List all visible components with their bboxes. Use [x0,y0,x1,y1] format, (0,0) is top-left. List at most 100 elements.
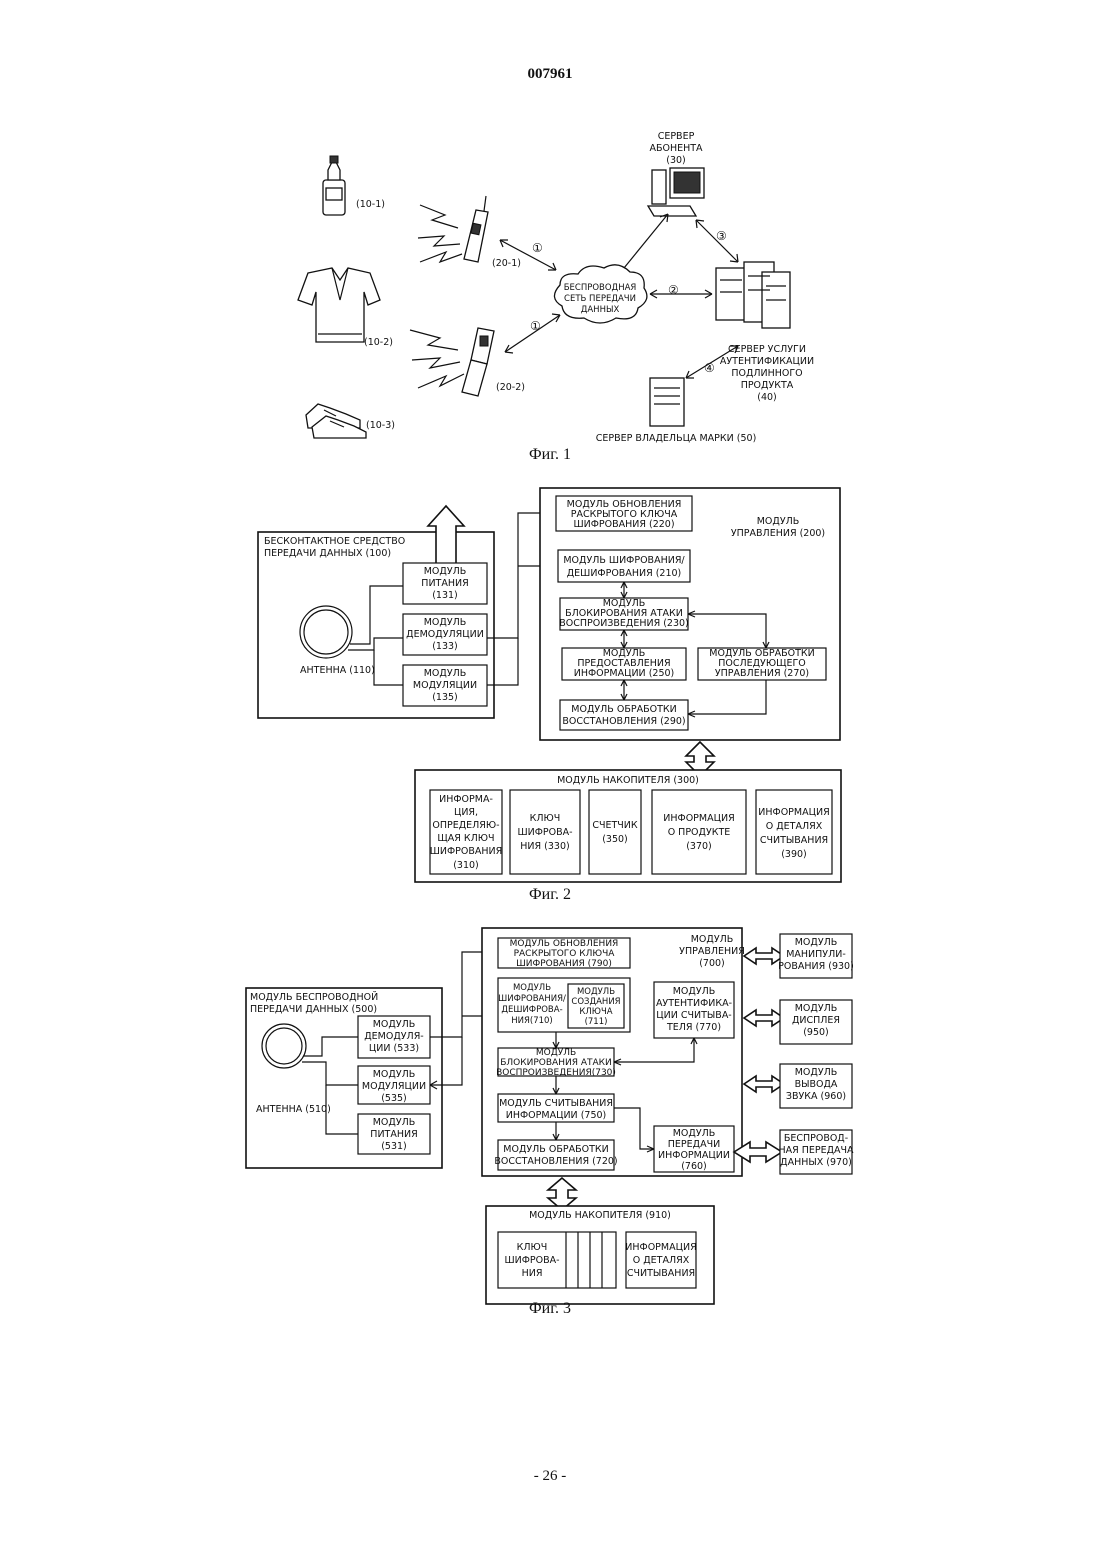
m970-3: ДАННЫХ (970) [780,1157,852,1168]
figure-3-caption: Фиг. 3 [450,1300,650,1318]
figure-3-block-diagram: МОДУЛЬ БЕСПРОВОДНОЙ ПЕРЕДАЧИ ДАННЫХ (500… [0,920,1100,1300]
f3-info-tx-3: ИНФОРМАЦИИ [658,1150,730,1161]
antenna-label: АНТЕННА (110) [300,665,375,676]
server-tower-icon [650,378,684,426]
mobile-phone-icon [464,196,488,262]
f3-crypto-3: ДЕШИФРОВА- [501,1005,562,1015]
step-3: ③ [716,229,727,243]
server-rack-icon [716,262,790,328]
page-number: - 26 - [0,1468,1100,1485]
control-label-2: УПРАВЛЕНИЯ (200) [731,528,825,539]
crypto-label-2: ДЕШИФРОВАНИЯ (210) [567,568,682,579]
f3-replay-2: БЛОКИРОВАНИЯ АТАКИ [500,1058,612,1068]
s350-line-2: (350) [602,834,628,845]
s370-line-2: О ПРОДУКТЕ [668,827,731,838]
m950-2: ДИСПЛЕЯ [792,1015,840,1026]
f3-keygen-1: МОДУЛЬ [577,987,615,997]
storage-390 [756,790,832,874]
f3-reader-auth-3: ЦИИ СЧИТЫВА- [656,1010,732,1021]
mod-label-2: МОДУЛЯЦИИ [413,680,477,691]
f3-key-1: КЛЮЧ [517,1242,548,1253]
figure-1-network-diagram: (10-1) (10-2) (10-3) (20-1) (20-2) [0,0,1100,470]
subscriber-server-label-2: АБОНЕНТА [649,143,703,154]
recovery-label-2: ВОССТАНОВЛЕНИЯ (290) [562,716,685,727]
info-provide-label-3: ИНФОРМАЦИИ (250) [574,668,674,679]
s310-line-5: ШИФРОВАНИЯ [430,846,503,857]
phone-label-20-1: (20-1) [492,258,521,269]
f3-control-3: (700) [699,958,725,969]
f3-power-3: (531) [381,1141,407,1152]
f3-recovery-2: ВОССТАНОВЛЕНИЯ (720) [494,1156,617,1167]
power-label-1: МОДУЛЬ [424,566,467,577]
radio-waves-lower [410,330,464,388]
post-control-label-3: УПРАВЛЕНИЯ (270) [715,668,809,679]
demod-label-1: МОДУЛЬ [424,617,467,628]
f3-key-3: НИЯ [522,1268,543,1279]
f3-crypto-4: НИЯ(710) [511,1016,553,1026]
storage-label: МОДУЛЬ НАКОПИТЕЛЯ (300) [557,775,699,786]
m960-2: ВЫВОДА [795,1079,838,1090]
item-label-10-3: (10-3) [366,420,395,431]
subscriber-server-label-1: СЕРВЕР [658,131,695,142]
f3-read-details-2: О ДЕТАЛЯХ [633,1255,690,1266]
item-label-10-1: (10-1) [356,199,385,210]
network-label-2: СЕТЬ ПЕРЕДАЧИ [564,294,636,304]
f3-info-read-1: МОДУЛЬ СЧИТЫВАНИЯ [499,1098,613,1109]
f3-keygen-2: СОЗДАНИЯ [571,997,620,1007]
f3-control-2: УПРАВЛЕНИЯ [679,946,745,957]
s350-line-1: СЧЕТЧИК [592,820,638,831]
step-4: ④ [704,361,715,375]
shoes-icon [306,404,366,438]
demod-label-2: ДЕМОДУЛЯЦИИ [406,629,484,640]
f3-reader-auth-2: АУТЕНТИФИКА- [656,998,732,1009]
m950-3: (950) [803,1027,829,1038]
f3-crypto-2: ШИФРОВАНИЯ/ [498,994,566,1004]
f3-info-read-2: ИНФОРМАЦИИ (750) [506,1110,606,1121]
item-label-10-2: (10-2) [364,337,393,348]
m960-3: ЗВУКА (960) [786,1091,846,1102]
f3-mod-2: МОДУЛЯЦИИ [362,1081,426,1092]
f3-demod-3: ЦИИ (533) [369,1043,419,1054]
m950-1: МОДУЛЬ [795,1003,838,1014]
f3-info-tx-2: ПЕРЕДАЧИ [668,1139,720,1150]
contactless-label-2: ПЕРЕДАЧИ ДАННЫХ (100) [264,548,391,559]
s310-line-4: ЩАЯ КЛЮЧ [437,833,494,844]
s310-line-3: ОПРЕДЕЛЯЮ- [432,820,499,831]
radio-waves-upper [418,205,462,262]
step-1-upper: ① [532,241,543,255]
f3-reader-auth-1: МОДУЛЬ [673,986,716,997]
f3-keygen-3: КЛЮЧА [579,1007,612,1017]
f3-control-storage-double-arrow [548,1178,576,1210]
s390-line-4: (390) [781,849,807,860]
storage-350 [589,790,641,874]
network-label-1: БЕСПРОВОДНАЯ [564,283,637,293]
figure-2-block-diagram: БЕСКОНТАКТНОЕ СРЕДСТВО ПЕРЕДАЧИ ДАННЫХ (… [0,480,1100,900]
m930-2: МАНИПУЛИ- [786,949,846,960]
mod-label-3: (135) [432,692,458,703]
f3-storage-label: МОДУЛЬ НАКОПИТЕЛЯ (910) [529,1210,671,1221]
m960-1: МОДУЛЬ [795,1067,838,1078]
f3-antenna-label: АНТЕННА (510) [256,1104,331,1115]
m970-1: БЕСПРОВОД- [784,1133,848,1144]
sweater-icon [298,268,380,342]
brand-server-label: СЕРВЕР ВЛАДЕЛЬЦА МАРКИ (50) [596,433,757,444]
f3-info-tx-4: (760) [681,1161,707,1172]
wireless-label-1: МОДУЛЬ БЕСПРОВОДНОЙ [250,991,378,1003]
f3-control-1: МОДУЛЬ [691,934,734,945]
s390-line-1: ИНФОРМАЦИЯ [758,807,829,818]
f3-keygen-4: (711) [585,1017,608,1027]
auth-server-label-5: (40) [757,392,777,403]
f3-mod-3: (535) [381,1093,407,1104]
contactless-label-1: БЕСКОНТАКТНОЕ СРЕДСТВО [264,536,405,547]
step-2: ② [668,283,679,297]
m930-3: РОВАНИЯ (930) [778,961,854,972]
network-label-3: ДАННЫХ [581,305,620,315]
mod-label-1: МОДУЛЬ [424,668,467,679]
figure-1-caption: Фиг. 1 [450,446,650,464]
s330-line-1: КЛЮЧ [530,813,561,824]
power-label-3: (131) [432,590,458,601]
m930-1: МОДУЛЬ [795,937,838,948]
s310-line-2: ЦИЯ, [454,807,478,818]
auth-server-label-1: СЕРВЕР УСЛУГИ [728,344,806,355]
f3-read-details-3: СЧИТЫВАНИЯ [627,1268,695,1279]
